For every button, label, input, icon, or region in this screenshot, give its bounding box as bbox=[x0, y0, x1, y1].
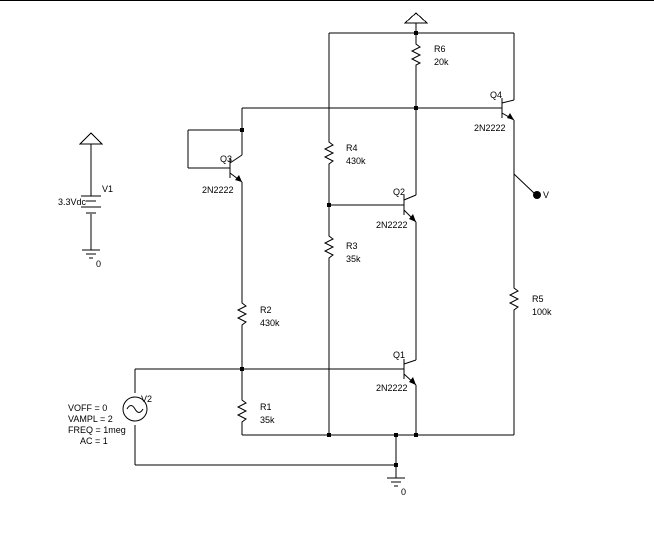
r2-value-label: 430k bbox=[260, 318, 280, 328]
resistor-r3 bbox=[323, 233, 335, 265]
probe-label: V bbox=[543, 190, 549, 200]
r6-value-label: 20k bbox=[434, 57, 449, 67]
q4-model-label: 2N2222 bbox=[474, 123, 506, 133]
r1-value-label: 35k bbox=[260, 415, 275, 425]
r2-name-label: R2 bbox=[260, 305, 272, 315]
v1-value-label: 3.3Vdc bbox=[58, 197, 87, 207]
q2-name-label: Q2 bbox=[393, 187, 405, 197]
transistor-q4 bbox=[501, 98, 515, 121]
q3-name-label: Q3 bbox=[220, 154, 232, 164]
r1-name-label: R1 bbox=[260, 402, 272, 412]
junction-dots bbox=[240, 31, 418, 467]
v2-voff-label: VOFF = 0 bbox=[68, 403, 107, 413]
ground-label-v1: 0 bbox=[96, 259, 101, 269]
v2-ac-label: AC = 1 bbox=[80, 436, 108, 446]
resistor-r2 bbox=[236, 300, 248, 332]
window-top-border bbox=[0, 0, 654, 1]
v2-vampl-label: VAMPL = 2 bbox=[68, 414, 113, 424]
r4-value-label: 430k bbox=[346, 156, 366, 166]
r5-value-label: 100k bbox=[532, 307, 552, 317]
transistor-q2 bbox=[403, 194, 417, 223]
voltage-probe[interactable] bbox=[513, 173, 541, 199]
transistor-q1 bbox=[403, 359, 417, 386]
r6-name-label: R6 bbox=[434, 44, 446, 54]
q3-model-label: 2N2222 bbox=[202, 185, 234, 195]
v2-freq-label: FREQ = 1meg bbox=[68, 425, 126, 435]
vcc-arrow-top bbox=[403, 12, 429, 24]
q4-name-label: Q4 bbox=[490, 90, 502, 100]
resistor-r1 bbox=[236, 397, 248, 426]
v2-name-label: V2 bbox=[141, 394, 152, 404]
sine-source-v2 bbox=[122, 396, 148, 422]
resistor-r4 bbox=[323, 140, 335, 166]
ground-label-main: 0 bbox=[401, 487, 406, 497]
transistor-q3 bbox=[229, 154, 243, 183]
r3-name-label: R3 bbox=[346, 241, 358, 251]
q1-name-label: Q1 bbox=[393, 350, 405, 360]
r4-name-label: R4 bbox=[346, 143, 358, 153]
battery-v1 bbox=[81, 195, 101, 214]
ground-symbol-v1 bbox=[82, 249, 100, 259]
resistor-r5 bbox=[508, 285, 520, 317]
q2-model-label: 2N2222 bbox=[376, 220, 408, 230]
v1-name-label: V1 bbox=[102, 184, 113, 194]
q1-model-label: 2N2222 bbox=[376, 383, 408, 393]
r5-name-label: R5 bbox=[532, 294, 544, 304]
resistor-r6 bbox=[410, 41, 422, 67]
wires bbox=[90, 23, 515, 478]
ground-symbol-main bbox=[387, 477, 405, 487]
vcc-arrow-v1 bbox=[78, 132, 104, 145]
r3-value-label: 35k bbox=[346, 254, 361, 264]
